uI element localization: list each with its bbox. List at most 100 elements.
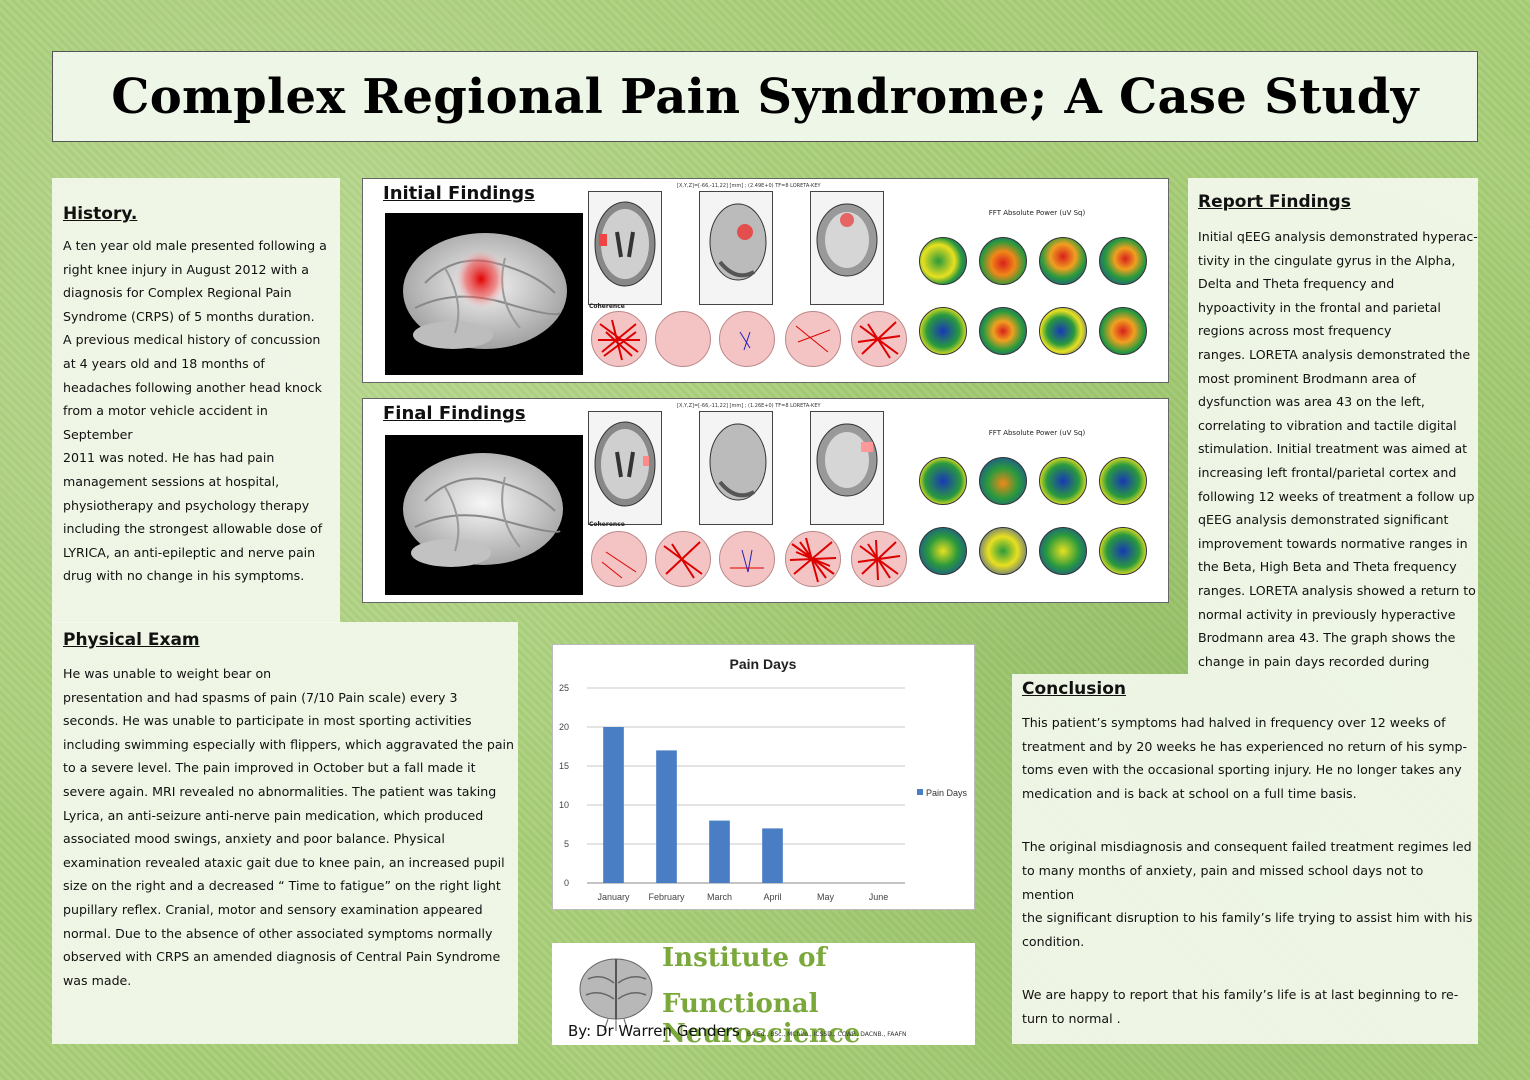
sagittal-slice — [699, 191, 773, 305]
coherence-map — [851, 531, 907, 587]
text-line: including the strongest allowable dose o… — [63, 521, 323, 537]
text-line: right knee injury in August 2012 with a — [63, 261, 310, 277]
text-line: was made. — [63, 972, 132, 988]
final-findings-heading: Final Findings — [383, 403, 526, 424]
coherence-map — [655, 531, 711, 587]
history-panel: History. A ten year old male presented f… — [52, 178, 340, 623]
text-line: ranges. LORETA analysis showed a return … — [1198, 582, 1476, 598]
report-findings-panel: Report Findings Initial qEEG analysis de… — [1188, 178, 1478, 674]
topo-map — [1039, 527, 1087, 575]
history-text: A ten year old male presented following … — [63, 234, 340, 588]
text-line: presentation and had spasms of pain (7/1… — [63, 689, 458, 705]
chart-bars — [603, 727, 783, 883]
report-findings-heading: Report Findings — [1198, 192, 1351, 212]
topo-map — [1039, 307, 1087, 355]
loreta-slices-final: [X,Y,Z]=[-66,-11,22] [mm] ; (1.26E+0) TF… — [585, 403, 911, 525]
topo-map — [919, 237, 967, 285]
coherence-label: Coherence — [589, 521, 625, 528]
institute-logo-box: Institute of Functional Neuroscience By:… — [552, 943, 975, 1049]
initial-findings-figure: Initial Findings [X,Y,Z]=[-66,-11,22] [m… — [362, 178, 1169, 383]
text-line: Syndrome (CRPS) of 5 months duration. — [63, 308, 315, 324]
coronal-slice — [810, 411, 884, 525]
text-line: associated mood swings, anxiety and poor… — [63, 831, 445, 847]
text-line: qEEG analysis demonstrated significant — [1198, 512, 1449, 528]
chart-legend: Pain Days — [917, 788, 968, 798]
text-line: size on the right and a decreased “ Time… — [63, 878, 501, 894]
text-line: Delta and Theta frequency and — [1198, 276, 1395, 292]
text-line: medication and is back at school on a fu… — [1022, 785, 1357, 801]
bar-january — [603, 727, 624, 883]
text-line: diagnosis for Complex Regional Pain — [63, 285, 292, 301]
sagittal-slice — [699, 411, 773, 525]
text-line: severe again. MRI revealed no abnormalit… — [63, 783, 497, 799]
text-line: regions across most frequency — [1198, 323, 1392, 339]
text-line: stimulation. Initial treatment was aimed… — [1198, 441, 1468, 457]
text-line: following 12 weeks of treatment a follow… — [1198, 488, 1475, 504]
text-line: the significant disruption to his family… — [1022, 910, 1473, 926]
text-line: toms even with the occasional sporting i… — [1022, 762, 1462, 778]
brain-logo-icon — [579, 958, 653, 1032]
topo-map — [1099, 527, 1147, 575]
text-line: He was unable to weight bear on — [63, 666, 272, 681]
text-line: to many months of anxiety, pain and miss… — [1022, 862, 1424, 902]
spacer — [1022, 953, 1474, 983]
fft-power-final: FFT Absolute Power (uV Sq) — [915, 427, 1159, 597]
text-line: Lyrica, an anti-seizure anti-nerve pain … — [63, 807, 484, 823]
title-banner: Complex Regional Pain Syndrome; A Case S… — [52, 51, 1478, 142]
text-line: improvement towards normative ranges in — [1198, 535, 1468, 551]
text-line: turn to normal . — [1022, 1010, 1121, 1026]
text-line: from a motor vehicle accident in Septemb… — [63, 403, 268, 442]
coherence-map — [851, 311, 907, 367]
coronal-slice — [810, 191, 884, 305]
y-tick-label: 20 — [559, 722, 569, 732]
text-line: drug with no change in his symptoms. — [63, 568, 305, 584]
text-line: hypoactivity in the frontal and parietal — [1198, 299, 1441, 315]
topo-map — [1099, 457, 1147, 505]
topo-map — [919, 457, 967, 505]
bar-march — [709, 820, 730, 883]
y-tick-label: 25 — [559, 683, 569, 693]
coherence-map — [719, 311, 775, 367]
brain-image — [403, 233, 567, 349]
coherence-map — [591, 311, 647, 367]
brain-image — [403, 453, 563, 567]
topo-map — [919, 527, 967, 575]
poster-title: Complex Regional Pain Syndrome; A Case S… — [111, 69, 1419, 125]
brain-render-initial — [385, 213, 583, 375]
y-tick-label: 10 — [559, 800, 569, 810]
text-line: 2011 was noted. He has had pain — [63, 450, 275, 466]
author-name: By: Dr Warren Genders BA Ed., BSc., MChi… — [568, 1021, 907, 1040]
text-line: observed with CRPS an amended diagnosis … — [63, 949, 501, 965]
initial-findings-heading: Initial Findings — [383, 183, 535, 204]
conclusion-text: This patient’s symptoms had halved in fr… — [1022, 711, 1474, 1031]
chart-grid — [587, 687, 905, 884]
text-line: ranges. LORETA analysis demonstrated the — [1198, 346, 1471, 362]
topo-map — [979, 457, 1027, 505]
bar-april — [762, 828, 783, 883]
text-line: A ten year old male presented following … — [63, 238, 327, 253]
text-line: correlating to vibration and tactile dig… — [1198, 417, 1457, 433]
text-line: most prominent Brodmann area of — [1198, 370, 1416, 386]
bar-february — [656, 750, 677, 883]
axial-slice — [588, 411, 662, 525]
text-line: including swimming especially with flipp… — [63, 736, 515, 752]
text-line: physiotherapy and psychology therapy — [63, 497, 310, 513]
loreta-slices-initial: [X,Y,Z]=[-66,-11,22] [mm] ; (2.49E+0) TF… — [585, 183, 911, 305]
history-heading: History. — [63, 204, 138, 224]
text-line: at 4 years old and 18 months of — [63, 355, 265, 371]
report-findings-text: Initial qEEG analysis demonstrated hyper… — [1198, 225, 1478, 673]
x-tick-label: January — [597, 892, 630, 902]
text-line: Initial qEEG analysis demonstrated hyper… — [1198, 229, 1478, 244]
topo-map — [1099, 237, 1147, 285]
topo-map — [979, 527, 1027, 575]
fft-title: FFT Absolute Power (uV Sq) — [988, 429, 1086, 437]
topo-map — [1099, 307, 1147, 355]
fft-title: FFT Absolute Power (uV Sq) — [988, 209, 1086, 217]
text-line: This patient’s symptoms had halved in fr… — [1022, 715, 1446, 730]
text-line: management sessions at hospital, — [63, 473, 280, 489]
loreta-header: [X,Y,Z]=[-66,-11,22] [mm] ; (2.49E+0) TF… — [677, 183, 821, 189]
text-line: examination revealed ataxic gait due to … — [63, 854, 505, 870]
